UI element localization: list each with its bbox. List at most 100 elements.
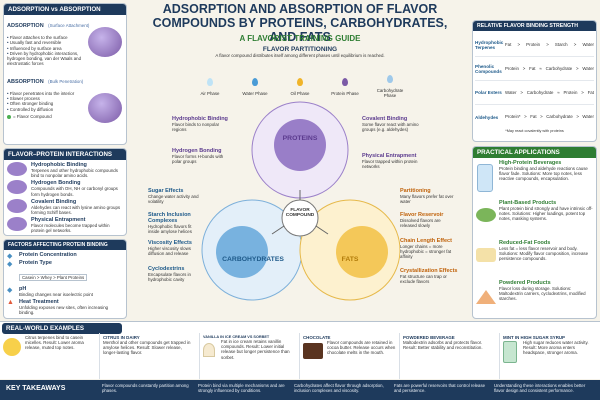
fpi-panel: FLAVOR–PROTEIN INTERACTIONS Hydrophobic … bbox=[3, 148, 127, 236]
callout-title: Chain Length Effect bbox=[400, 238, 452, 244]
callout-desc: Encapsulate flavors in hydrophobic cavit… bbox=[148, 272, 191, 283]
partition-box: FLAVOR PARTITIONING A flavor compound di… bbox=[210, 46, 390, 58]
fpi-item-title: Hydrophobic Binding bbox=[31, 162, 87, 168]
air-drop-icon bbox=[207, 77, 213, 86]
strength-panel: RELATIVE FLAVOR BINDING STRENGTH Hydroph… bbox=[472, 20, 597, 142]
fpi-item-title: Hydrogen Bonding bbox=[31, 180, 81, 187]
absorption-tag: (Bulk Penetration) bbox=[48, 79, 84, 85]
protein-blob-icon bbox=[7, 198, 27, 213]
absorption-bullet: Slower process bbox=[7, 96, 85, 101]
factor-title: Heat Treatment bbox=[19, 299, 59, 306]
lemon-icon bbox=[3, 338, 21, 356]
strength-row-name: Phenolic Compounds bbox=[475, 63, 502, 74]
adsorption-name: ADSORPTION bbox=[7, 23, 44, 29]
strength-row-name: Hydrophobic Terpenes bbox=[475, 39, 504, 50]
fpi-item: Hydrogen Bonding Compounds with OH, NH o… bbox=[7, 180, 123, 197]
practical-item-desc: Protein binding and aldehyde reactions c… bbox=[499, 166, 588, 182]
powder-icon bbox=[476, 290, 496, 304]
fpi-item-desc: Flavor molecules become trapped within p… bbox=[31, 223, 110, 234]
strength-title: RELATIVE FLAVOR BINDING STRENGTH bbox=[473, 21, 596, 31]
strength-op: > bbox=[573, 41, 577, 47]
realworld-item-desc: Maltodextrin adsorbs and protects flavor… bbox=[403, 340, 483, 351]
realworld-item-desc: High sugar reduces water activity. Resul… bbox=[523, 340, 589, 356]
phase-label: Air Phase bbox=[200, 90, 220, 96]
strength-cell: Water bbox=[505, 89, 517, 95]
takeaway-item: Carbohydrates affect flavor through adso… bbox=[294, 383, 384, 393]
factors-panel: FACTORS AFFECTING PROTEIN BINDING ◆Prote… bbox=[3, 239, 127, 319]
callout-desc: Fat structure can trap or exclude flavor… bbox=[400, 274, 447, 285]
carb-drop-icon bbox=[387, 75, 393, 83]
phase-label: Oil Phase bbox=[290, 90, 310, 96]
takeaway-item: Understanding these interactions enables… bbox=[494, 383, 586, 393]
bottle-icon bbox=[477, 164, 493, 192]
callout-desc: Flavor trapped within protein networks bbox=[362, 159, 418, 170]
factor-icon: ◆ bbox=[7, 261, 13, 268]
fpi-title: FLAVOR–PROTEIN INTERACTIONS bbox=[4, 149, 126, 160]
factor-icon: ◆ bbox=[7, 287, 13, 294]
factor-desc: Casein > Whey > Plant Proteins bbox=[19, 274, 88, 282]
realworld-strip: REAL-WORLD EXAMPLES Citrus terpenes bind… bbox=[0, 321, 600, 379]
strength-op: > bbox=[576, 114, 579, 120]
factor-desc: Unfolding exposes new sites, often incre… bbox=[19, 305, 109, 316]
ice-cream-icon bbox=[203, 343, 215, 357]
callout-desc: Flavor forms H-bonds with polar groups bbox=[172, 154, 224, 165]
realworld-item: ChocolateFlavor compounds are retained i… bbox=[300, 333, 400, 379]
realworld-item: Vanilla in Ice Cream vs SorbetFat in ice… bbox=[200, 333, 300, 379]
pea-icon bbox=[476, 208, 496, 222]
partition-text: A flavor compound distributes itself amo… bbox=[215, 53, 385, 58]
callout-title: Viscosity Effects bbox=[148, 240, 192, 246]
strength-cell: Carbohydrate bbox=[546, 114, 573, 120]
callout-desc: Hydrophobic flavors fit inside amylose h… bbox=[148, 224, 192, 235]
strength-op: > bbox=[520, 89, 523, 95]
proteins-label: PROTEINS bbox=[282, 135, 318, 142]
adsorption-particle-icon bbox=[88, 27, 122, 57]
realworld-item-desc: Flavor compounds are retained in cocoa b… bbox=[327, 340, 396, 356]
callout-title: Partitioning bbox=[400, 188, 431, 194]
phase-label: Carbohydrate Phase bbox=[376, 88, 404, 99]
callout-title: Starch Inclusion Complexes bbox=[148, 212, 191, 224]
absorption-bullet: Flavor penetrates into the interior bbox=[7, 91, 85, 96]
page-subtitle: A FLAVORIST TRAINING GUIDE bbox=[239, 34, 361, 43]
takeaway-item: Flavor compounds constantly partition am… bbox=[102, 383, 189, 393]
adsorption-bullets: Flavor attaches to the surface Usually f… bbox=[7, 35, 85, 67]
fat-structure-icon bbox=[336, 226, 388, 278]
phase-label: Protein Phase bbox=[331, 90, 359, 96]
protein-blob-icon bbox=[7, 217, 27, 232]
callout-title: Cyclodextrins bbox=[148, 266, 185, 272]
flavor-compound-dot-icon bbox=[7, 114, 11, 119]
realworld-item-desc: Fat in ice cream retains vanillin compou… bbox=[221, 339, 290, 360]
strength-row: Phenolic Compounds Protein> Fat≈ Carbohy… bbox=[475, 57, 594, 81]
phase-carb: Carbohydrate Phase bbox=[370, 70, 410, 98]
strength-note: *May react covalently with proteins bbox=[505, 129, 564, 133]
food-icon bbox=[476, 248, 496, 262]
realworld-item-title: Mint in High Sugar Syrup bbox=[503, 335, 565, 340]
callout-title: Crystallization Effects bbox=[400, 268, 458, 274]
realworld-item: Citrus terpenes bind to casein micelles.… bbox=[0, 333, 100, 379]
fpi-item-desc: Aldehydes can react with lysine amino gr… bbox=[31, 204, 121, 216]
realworld-item-title: Powdered Beverage bbox=[403, 335, 455, 340]
phase-protein: Protein Phase bbox=[325, 73, 365, 96]
factors-title: FACTORS AFFECTING PROTEIN BINDING bbox=[4, 240, 126, 250]
absorption-particle-icon bbox=[88, 93, 122, 123]
strength-op: ≈ bbox=[557, 89, 560, 95]
takeaway-item: Protein bind via multiple mechanisms and… bbox=[198, 383, 285, 393]
callout-desc: Many flavors prefer fat over water bbox=[400, 194, 454, 205]
factor-icon: ◆ bbox=[7, 253, 13, 260]
flame-icon: ▲ bbox=[7, 299, 14, 307]
adsorption-tag: (Surface Attachment) bbox=[48, 23, 90, 29]
water-drop-icon bbox=[252, 77, 258, 86]
strength-cell: Fat bbox=[505, 41, 512, 47]
callout-title: Covalent Binding bbox=[362, 116, 408, 122]
carbs-label: CARBOHYDRATES bbox=[222, 256, 284, 263]
callout-title: Flavor Reservoir bbox=[400, 212, 444, 218]
arrow-left bbox=[271, 225, 285, 235]
callout-title: Physical Entrapment bbox=[362, 153, 417, 159]
strength-row: Aldehydes Protein*> Fat> Carbohydrate> W… bbox=[475, 105, 594, 129]
practical-item-desc: Less fat = less flavor reservoir and bod… bbox=[499, 246, 589, 262]
